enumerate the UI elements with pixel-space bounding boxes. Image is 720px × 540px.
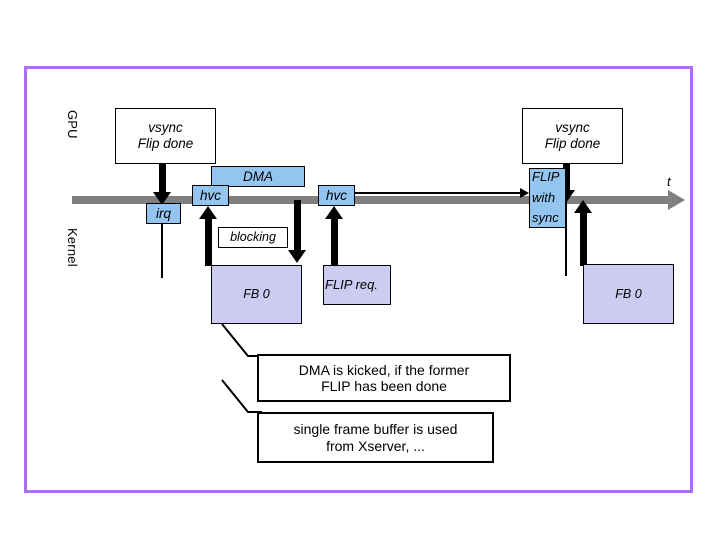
arrow-flipreq-to-hvc2-head-icon <box>325 206 343 219</box>
flipsync-kernel-dropline <box>565 200 567 276</box>
hvc-box-1: hvc <box>192 185 229 206</box>
fb0-box-left: FB 0 <box>211 265 302 324</box>
fb0-box-right: FB 0 <box>583 264 674 324</box>
note-fb-line2: from Xserver, ... <box>326 437 425 454</box>
slide-frame-border <box>24 66 693 493</box>
axis-label-gpu: GPU <box>65 110 80 139</box>
vsync-label-left-line2: Flip done <box>137 136 194 151</box>
time-axis-label: t <box>667 174 671 189</box>
flip-with-sync-line2: with <box>532 189 556 205</box>
arrow-dma-to-fb0-shaft <box>294 200 301 252</box>
note-dma-line1: DMA is kicked, if the former <box>298 361 470 378</box>
arrow-flipreq-to-hvc2-shaft <box>331 218 338 266</box>
blocking-box: blocking <box>218 227 288 248</box>
flip-req-box: FLIP req. <box>323 265 391 305</box>
blocking-label: blocking <box>230 230 276 245</box>
irq-box: irq <box>146 203 181 224</box>
arrow-vsync-to-irq-head-icon <box>153 192 171 205</box>
arrow-fb0right-to-timeline-shaft <box>580 212 587 266</box>
arrow-hvc2-to-flipsync-shaft <box>355 192 521 194</box>
dma-box: DMA <box>211 166 305 187</box>
arrow-vsync-right-shaft <box>563 164 570 192</box>
vsync-label-right-line2: Flip done <box>544 136 601 151</box>
arrow-vsync-to-irq-shaft <box>159 164 166 194</box>
irq-kernel-dropline <box>161 224 163 278</box>
timeline-axis <box>72 196 672 204</box>
vsync-flip-done-box-right: vsync Flip done <box>522 108 623 164</box>
note-fb-line1: single frame buffer is used <box>293 421 458 438</box>
irq-label: irq <box>155 205 171 221</box>
timeline-arrowhead-icon <box>668 190 685 210</box>
callout-line-fb <box>221 379 262 413</box>
axis-label-kernel: Kernel <box>65 228 80 267</box>
callout-line-dma <box>221 323 262 357</box>
vsync-label-left-line1: vsync <box>148 120 183 136</box>
vsync-flip-done-box-left: vsync Flip done <box>115 108 216 164</box>
vsync-label-right-line1: vsync <box>555 120 590 136</box>
arrow-fb0-to-hvc1-head-icon <box>199 206 217 219</box>
arrow-fb0-to-hvc1-shaft <box>205 218 212 266</box>
arrow-dma-to-fb0-head-icon <box>288 250 306 263</box>
hvc-label-1: hvc <box>199 187 221 203</box>
flip-with-sync-line3: sync <box>532 210 559 226</box>
hvc-box-2: hvc <box>318 185 355 206</box>
arrow-fb0right-to-timeline-head-icon <box>574 200 592 213</box>
note-box-dma: DMA is kicked, if the former FLIP has be… <box>257 354 511 402</box>
flip-req-label: FLIP req. <box>325 276 378 292</box>
hvc-label-2: hvc <box>325 187 347 203</box>
arrow-hvc2-to-flipsync-head-icon <box>520 188 529 198</box>
flip-with-sync-line1: FLIP <box>532 169 560 184</box>
fb0-label-right: FB 0 <box>615 286 642 301</box>
dma-label: DMA <box>243 168 273 184</box>
flip-with-sync-box: FLIP with sync <box>529 168 566 228</box>
fb0-label-left: FB 0 <box>243 287 270 302</box>
note-dma-line2: FLIP has been done <box>321 378 447 394</box>
note-box-framebuffer: single frame buffer is used from Xserver… <box>257 412 494 463</box>
